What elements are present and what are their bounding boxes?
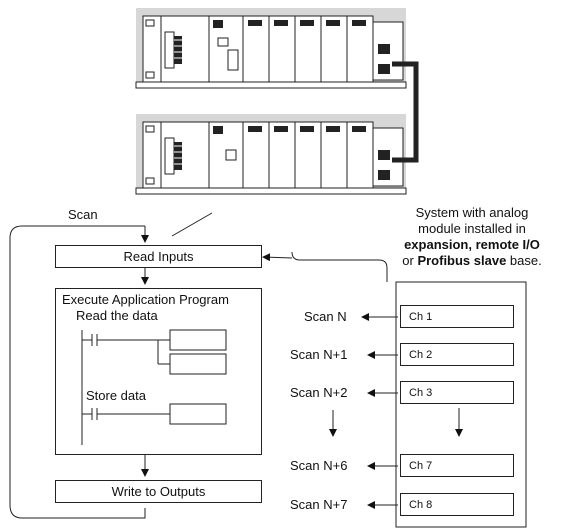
channel-1: Ch 1 [400,305,514,328]
write-outputs-label: Write to Outputs [111,484,206,499]
pointer-line [171,212,213,237]
scan-loop-line [9,225,146,519]
read-inputs-label: Read Inputs [123,249,194,264]
expansion-cable [392,61,419,163]
ladder-logic [81,329,227,445]
execute-program-label: Execute Application Program [62,292,229,307]
channel-3: Ch 3 [400,381,514,404]
caption-line-4: or Profibus slave base. [383,253,561,269]
plc-base-bottom [135,114,407,195]
caption-line-1: System with analog [415,205,529,220]
caption-base: base. [506,253,542,268]
scan-label-5: Scan N+7 [290,497,348,512]
caption-line-2: module installed in [418,221,526,236]
scan-label-4: Scan N+6 [290,458,348,473]
execute-program-block: Execute Application Program Read the dat… [55,288,262,455]
channel-8: Ch 8 [400,493,514,516]
plc-base-top [135,8,407,89]
system-caption: System with analog module installed in e… [383,205,561,269]
store-data-label: Store data [86,388,146,403]
return-arrowhead [262,253,293,262]
caption-line-3: expansion, remote I/O [404,237,540,252]
return-arrow [291,251,388,282]
caption-or: or [402,253,418,268]
write-outputs-block: Write to Outputs [55,480,262,503]
scan-label-1: Scan N [304,309,347,324]
channel-2: Ch 2 [400,343,514,366]
channel-7: Ch 7 [400,454,514,477]
read-inputs-block: Read Inputs [55,245,262,268]
read-data-label: Read the data [76,308,158,323]
scan-label: Scan [68,207,98,222]
scan-label-3: Scan N+2 [290,385,348,400]
caption-profibus: Profibus slave [417,253,507,268]
scan-label-2: Scan N+1 [290,347,348,362]
